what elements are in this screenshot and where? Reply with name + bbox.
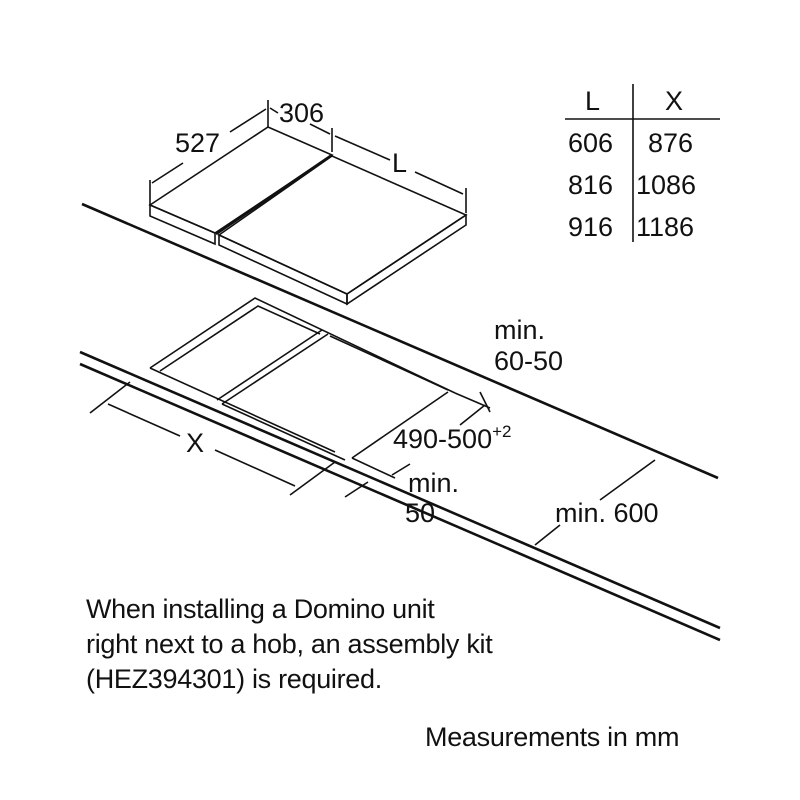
worktop-depth-label: min. 600 (555, 498, 659, 528)
cutout-depth-label: 490-500+2 (393, 422, 511, 454)
cutout-width-label: X (186, 428, 204, 458)
hob-depth-label: 527 (175, 128, 220, 158)
note-line: When installing a Domino unit (86, 594, 435, 624)
table-cell: 606 (568, 128, 613, 158)
table-cell: 876 (648, 128, 693, 158)
hob-dimension-lines (149, 100, 467, 213)
rear-clearance-value: 60-50 (494, 346, 563, 376)
worktop-cutout (149, 297, 456, 461)
hob-illustration (148, 126, 468, 306)
units-note: Measurements in mm (425, 722, 680, 752)
domino-width-label: 306 (279, 98, 324, 128)
rear-clearance-label: min. (494, 315, 545, 345)
note-line: (HEZ394301) is required. (86, 664, 382, 694)
assembly-kit-note: When installing a Domino unit right next… (86, 592, 493, 697)
front-clearance-label: min. (408, 468, 459, 498)
worktop-front-edge (79, 350, 721, 630)
worktop-rear-edge (81, 202, 719, 480)
table-cell: 1186 (636, 212, 694, 242)
hob-width-label: L (392, 148, 407, 178)
size-table: L X 606 876 816 1086 916 1186 (565, 84, 720, 242)
table-cell: 1086 (636, 170, 696, 200)
table-header-x: X (665, 86, 683, 116)
cutout-dimension-lines (89, 381, 656, 546)
worktop-front-edge-lower (79, 362, 721, 642)
table-cell: 916 (568, 212, 613, 242)
note-line: right next to a hob, an assembly kit (86, 629, 493, 659)
table-cell: 816 (568, 170, 613, 200)
front-clearance-value: 50 (405, 498, 435, 528)
table-header-l: L (585, 86, 600, 116)
